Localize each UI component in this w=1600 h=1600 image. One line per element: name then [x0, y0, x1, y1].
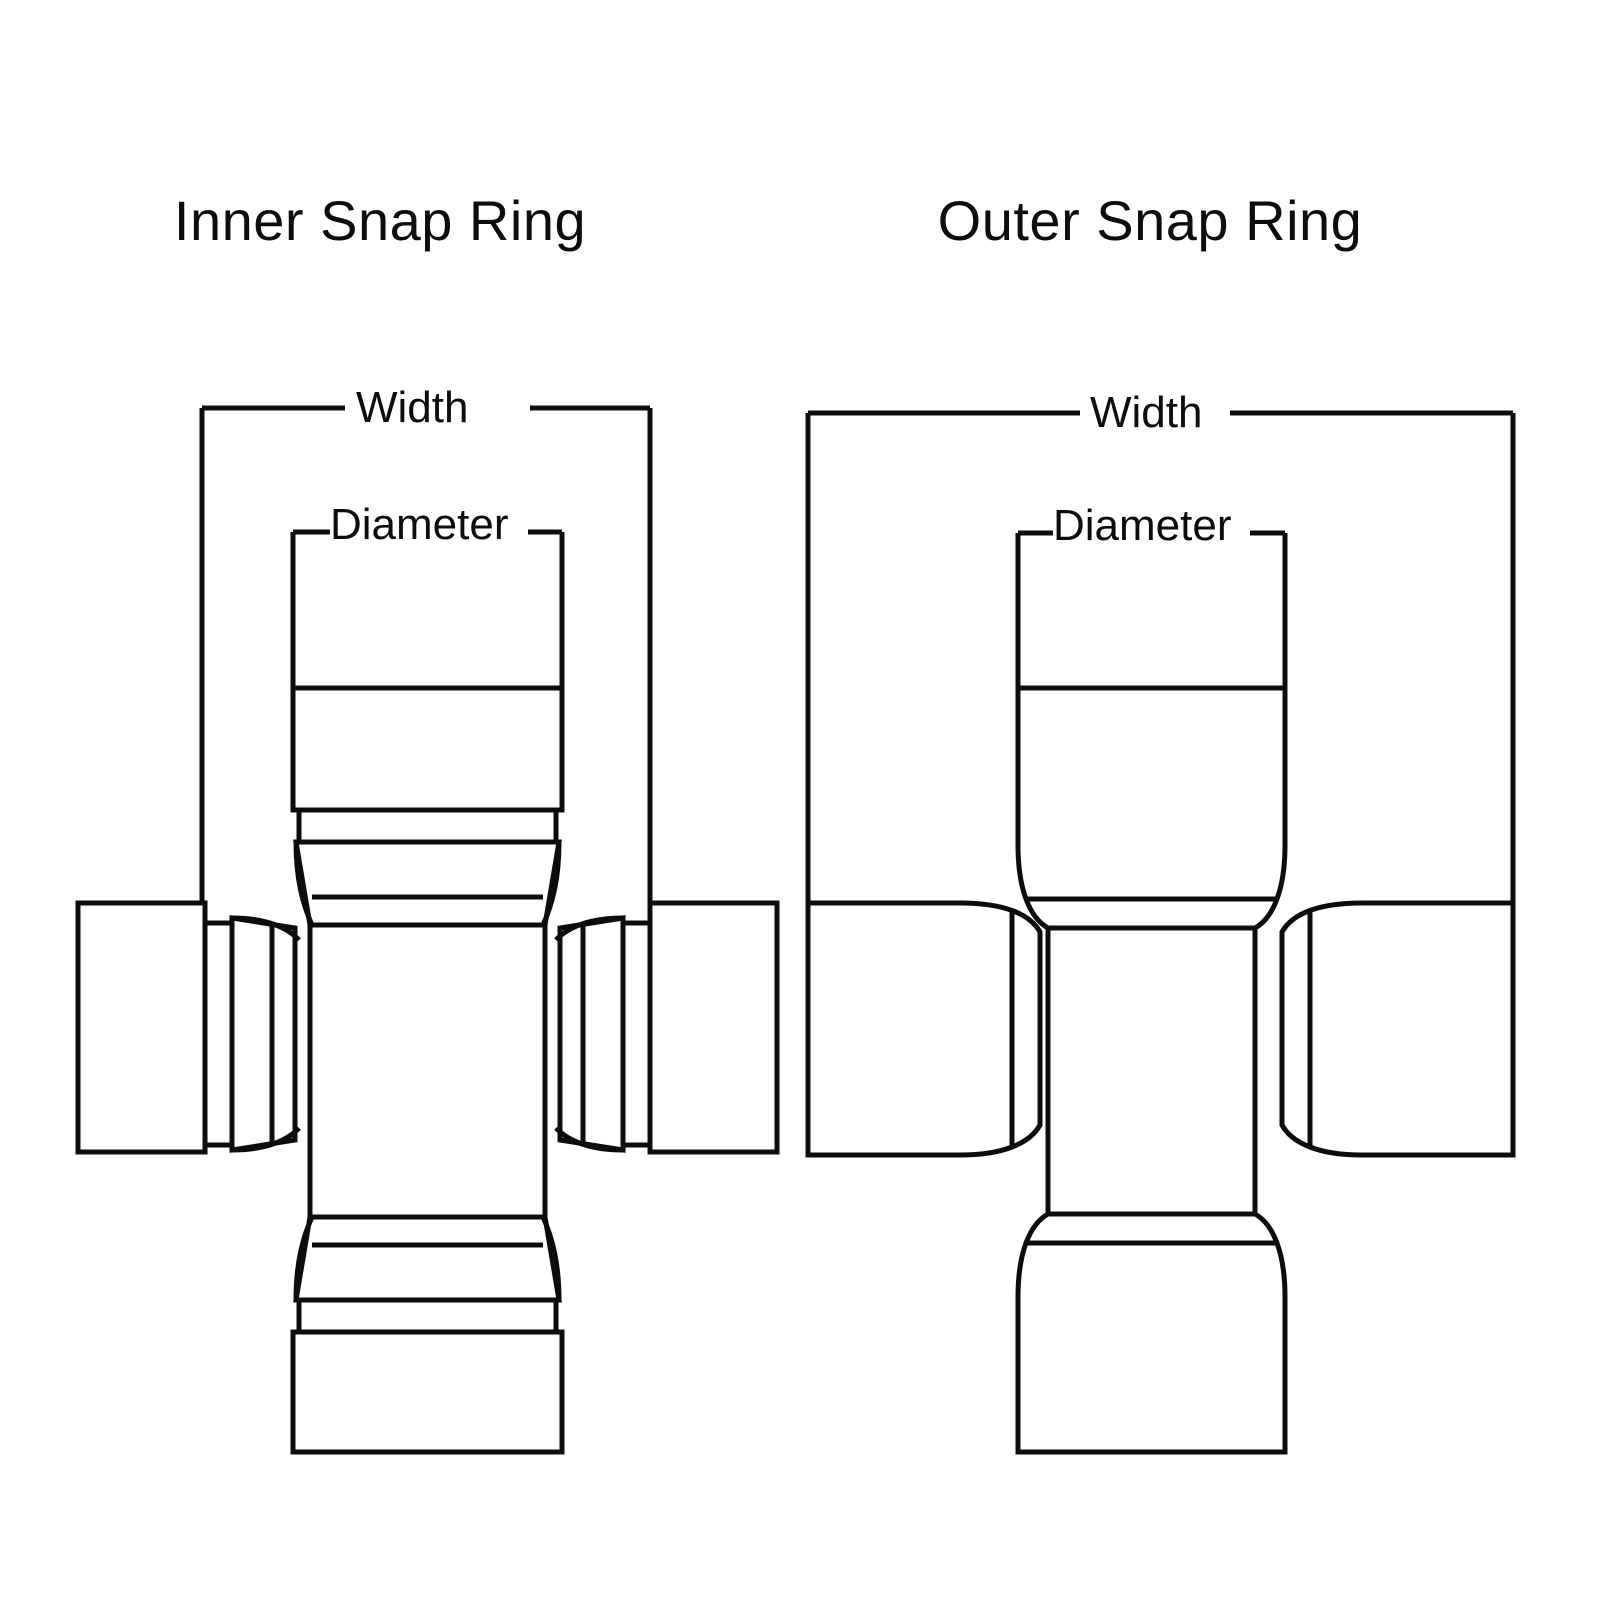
bearing-cap-top-inner	[290, 685, 565, 928]
diameter-label-left: Diameter	[330, 500, 509, 549]
cap-top-flank-right	[540, 841, 562, 927]
cap-top-shoulder-taper	[293, 839, 562, 928]
width-dimension-left	[199, 405, 653, 903]
bearing-cap-left-outer	[805, 900, 1043, 1158]
bearing-cap-right-outer	[1279, 900, 1516, 1158]
diameter-dimension-left	[290, 529, 565, 688]
cross-body-square	[307, 922, 548, 1220]
inner-snap-ring-drawing	[75, 405, 780, 1455]
cap-left-flank-top	[231, 915, 301, 942]
width-dimension-right	[805, 410, 1516, 903]
cross-body-square	[1045, 925, 1258, 1217]
cap-right-shoulder-taper	[557, 915, 626, 1153]
cap-top-body	[1015, 685, 1288, 931]
cap-bottom-shoulder-taper	[293, 1214, 562, 1303]
diagram-inner-snap-ring: Width Diameter	[0, 0, 790, 1600]
bearing-cap-top-outer	[1015, 685, 1288, 931]
diagram-title-outer: Outer Snap Ring	[937, 189, 1363, 252]
cap-left-shoulder-taper	[229, 915, 298, 1153]
cap-right-flank-bottom	[554, 1126, 624, 1153]
diagram-outer-snap-ring: Width Diameter	[790, 0, 1600, 1600]
outer-snap-ring-drawing	[805, 410, 1516, 1455]
cross-center-body-outer	[1045, 925, 1258, 1217]
bearing-cap-left-inner	[75, 900, 301, 1155]
cap-bottom-body	[1015, 1211, 1288, 1455]
cross-center-body-inner	[307, 922, 548, 1220]
cap-left-flank-bottom	[231, 1126, 301, 1153]
diameter-label-right: Diameter	[1053, 501, 1232, 550]
cap-right-body	[1279, 900, 1516, 1158]
diameter-dimension-right	[1015, 530, 1288, 688]
width-label-right: Width	[1090, 388, 1203, 437]
cap-top-flank-left	[293, 841, 315, 927]
cap-top-snapring-groove	[296, 807, 559, 845]
cap-bottom-body	[290, 1329, 565, 1455]
cap-bottom-snapring-groove	[296, 1297, 559, 1335]
bearing-cap-bottom-inner	[290, 1214, 565, 1455]
cap-left-snapring-groove	[202, 920, 235, 1148]
cap-top-body	[290, 685, 565, 813]
cap-left-body	[805, 900, 1043, 1158]
bearing-cap-bottom-outer	[1015, 1211, 1288, 1455]
bearing-cap-right-inner	[554, 900, 780, 1155]
diagram-title-inner: Inner Snap Ring	[173, 189, 587, 252]
cap-right-snapring-groove	[620, 920, 653, 1148]
cap-left-body	[75, 900, 208, 1155]
width-label-left: Width	[356, 383, 469, 432]
cap-right-body	[647, 900, 780, 1155]
cap-right-flank-top	[554, 915, 624, 942]
